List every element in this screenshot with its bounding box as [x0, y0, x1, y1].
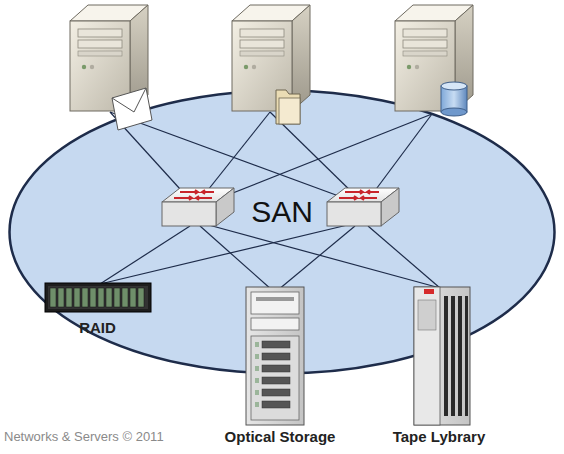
node-texts: Optical Storage [210, 428, 350, 445]
tape-library-device: Tape Lybrary [372, 285, 506, 449]
node-texts: SAN [8, 195, 556, 230]
node-texts: RAID [40, 319, 155, 336]
device-label: Optical Storage [210, 428, 350, 445]
mail-server [70, 5, 148, 111]
database-icon [441, 82, 467, 116]
copyright-watermark: Networks & Servers © 2011 [4, 429, 164, 444]
ellipse-shape [10, 91, 555, 374]
device-label: RAID [40, 319, 155, 336]
optical-storage-device: Optical Storage [210, 285, 350, 449]
raid-device: RAID [40, 280, 155, 342]
node-texts: Tape Lybrary [372, 428, 506, 445]
network-name: SAN [8, 195, 556, 230]
device-label: Tape Lybrary [372, 428, 506, 445]
database-server [395, 5, 473, 111]
